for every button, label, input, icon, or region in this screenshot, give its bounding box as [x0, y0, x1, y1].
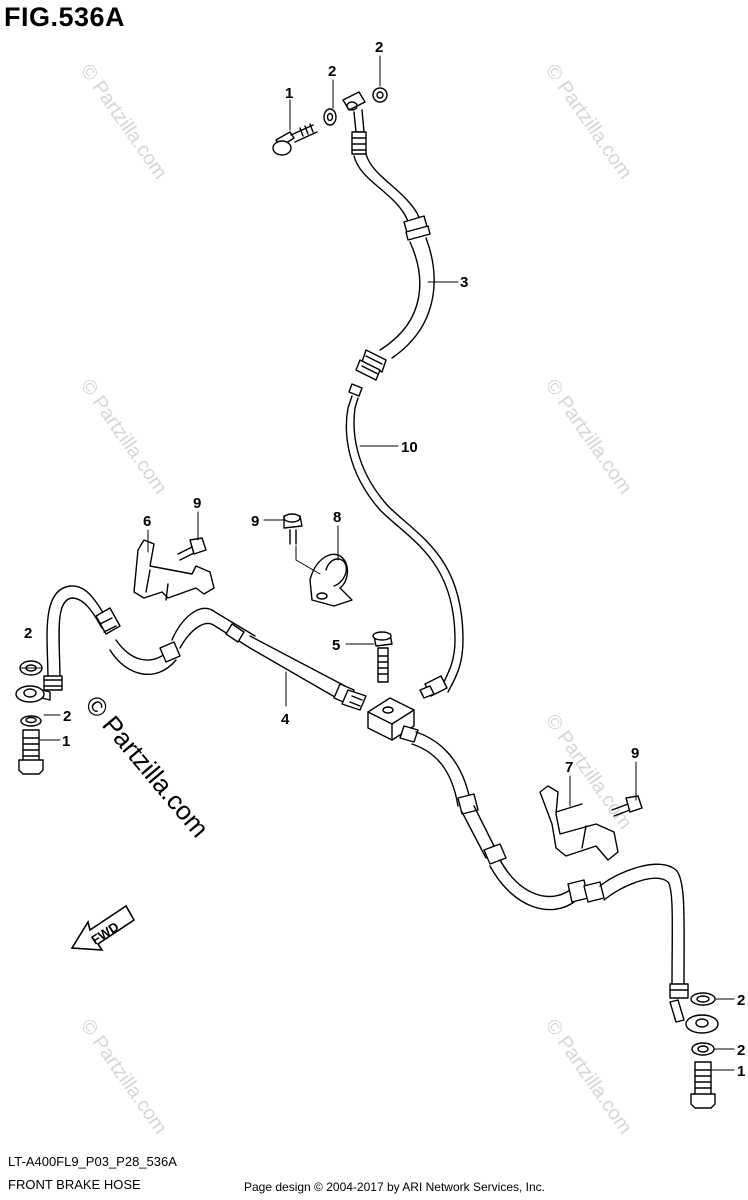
hose-3: [353, 153, 435, 381]
bracket-6: [133, 539, 215, 601]
right-hose: [399, 725, 689, 999]
callout-2-right-a: 2: [737, 992, 745, 1009]
watermark-text: © Partzilla.com: [541, 375, 636, 498]
bolt-9-right: [611, 795, 643, 817]
callout-5: 5: [332, 637, 340, 654]
bolt-9-left: [177, 537, 207, 561]
forward-arrow-icon: FWD: [70, 904, 136, 951]
callout-1-left: 1: [62, 733, 70, 750]
callout-2-top-b: 2: [375, 39, 383, 56]
watermark-text: © Partzilla.com: [76, 60, 171, 183]
right-washer-top: [690, 992, 716, 1006]
top-washer-left: [323, 108, 337, 126]
leader-lines: [19, 55, 735, 1071]
figure-name: FRONT BRAKE HOSE: [8, 1177, 141, 1192]
callout-1-right: 1: [737, 1063, 745, 1080]
callout-6: 6: [143, 513, 151, 530]
callout-1-top: 1: [285, 85, 293, 102]
right-banjo-fitting: [669, 999, 719, 1034]
callout-3: 3: [460, 274, 468, 291]
copyright-credit: Page design © 2004-2017 by ARI Network S…: [244, 1180, 546, 1194]
left-banjo-fitting: [15, 675, 63, 703]
top-washer-right: [372, 87, 388, 103]
callout-4: 4: [281, 711, 290, 728]
brake-pipe-10: [345, 383, 464, 699]
callout-2-right-b: 2: [737, 1042, 745, 1059]
watermark-text: © Partzilla.com: [541, 60, 636, 183]
callout-10: 10: [401, 439, 418, 456]
watermark-text: © Partzilla.com: [76, 1015, 171, 1138]
watermark-main: © Partzilla.com: [79, 690, 215, 843]
callout-7: 7: [565, 759, 573, 776]
watermarks: © Partzilla.com © Partzilla.com © Partzi…: [76, 60, 636, 1138]
callout-2-left-b: 2: [63, 708, 71, 725]
callout-2-left-a: 2: [24, 625, 32, 642]
watermark-text: © Partzilla.com: [76, 375, 171, 498]
clamp-8: [309, 553, 353, 607]
bolt-9-mid: [283, 513, 303, 545]
right-washer-bottom: [691, 1042, 715, 1056]
bolt-5: [372, 631, 393, 683]
callout-8: 8: [333, 509, 341, 526]
figure-title: FIG.536A: [4, 2, 126, 32]
callout-9-left: 9: [193, 495, 201, 512]
left-union-bolt: [18, 729, 44, 775]
callout-9-mid: 9: [251, 513, 259, 530]
bracket-7: [539, 785, 619, 861]
callout-9-right: 9: [631, 745, 639, 762]
hose-4: [46, 585, 367, 711]
right-union-bolt: [690, 1061, 716, 1109]
figure-code: LT-A400FL9_P03_P28_536A: [8, 1154, 177, 1169]
callouts: 1 2 2 3 10 6 9 9 8 5 4 2 2 1 7 9 2 2 1: [24, 39, 745, 1080]
callout-2-top-a: 2: [328, 63, 336, 80]
top-banjo-fitting: [342, 91, 367, 155]
top-union-bolt: [272, 123, 318, 156]
watermark-text: © Partzilla.com: [541, 1015, 636, 1138]
